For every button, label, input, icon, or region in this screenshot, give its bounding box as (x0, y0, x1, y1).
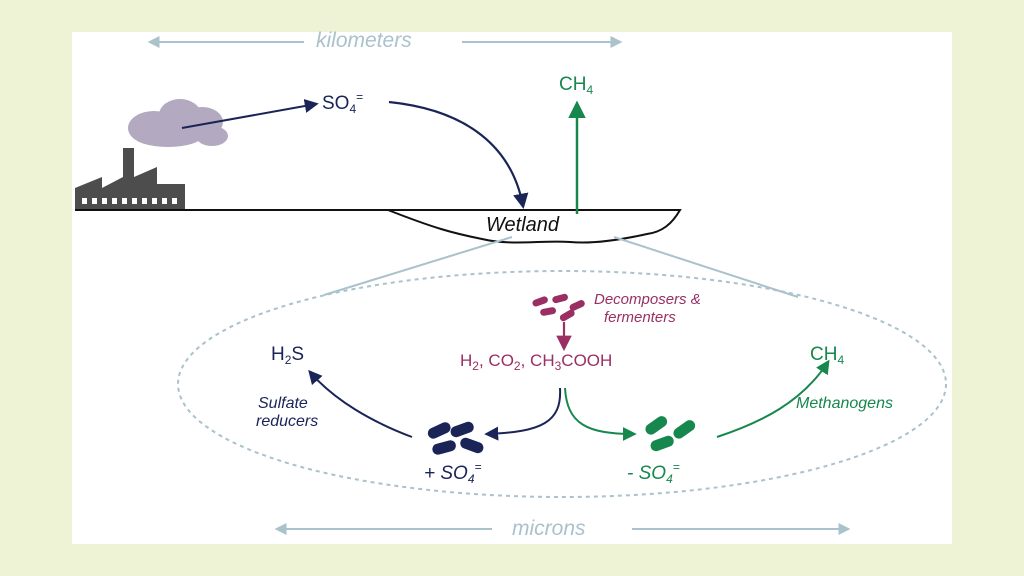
methanogen-branch-arrow (564, 387, 637, 441)
decomposer-bacteria-icon (532, 293, 585, 322)
plus-so4-sub: 4 (467, 472, 475, 486)
so4-sub: 4 (349, 102, 357, 116)
emission-arrow (181, 99, 319, 129)
h2s-label: H2S (271, 344, 305, 367)
ch4-right-main: CH (810, 344, 838, 365)
decomposers-label-line1: Decomposers & (594, 291, 701, 308)
minus-so4-sub: 4 (666, 472, 673, 486)
co2-main: , CO (478, 351, 514, 370)
minus-so4-sup: = (672, 460, 680, 474)
ch4-microbial-label: CH4 (810, 344, 845, 367)
h2s-production-arrow (308, 369, 413, 438)
sulfate-reducers-label-line2: reducers (256, 413, 319, 430)
h2s-sub: 2 (284, 353, 292, 367)
h2s-h: H (271, 344, 285, 365)
ch4-top-sub: 4 (586, 83, 594, 97)
plus-so4-sup: = (474, 460, 482, 474)
deposition-arrow (388, 100, 529, 210)
methanogens-label: Methanogens (796, 395, 893, 412)
microns-label: microns (512, 517, 586, 540)
wetland-basin (387, 209, 682, 244)
kilometers-label: kilometers (316, 29, 412, 52)
substrates-label: H2, CO2, CH3COOH (460, 351, 613, 372)
zoom-lines (323, 236, 799, 298)
ch4-right-sub: 4 (837, 353, 845, 367)
plus-so4-label: + SO4= (424, 461, 482, 486)
smoke-cloud-icon (128, 99, 228, 147)
sulfate-branch-arrow (484, 387, 562, 441)
h2s-s: S (291, 344, 305, 365)
so4-sup: = (356, 90, 364, 104)
ch4-atmospheric-label: CH4 (559, 74, 594, 97)
factory-icon (75, 148, 185, 210)
diagram-graphics (75, 36, 947, 535)
ch3-main: , CH (520, 351, 555, 370)
so4-main: SO (322, 93, 350, 114)
ch4-top-main: CH (559, 74, 587, 95)
h2-main: H (460, 351, 473, 370)
diagram-panel: kilometers microns SO4= CH4 Wetland Deco… (72, 29, 952, 544)
plus-so4-main: + SO (424, 463, 468, 484)
sulfate-reducer-bacteria-icon (427, 421, 484, 455)
minus-so4-main: - SO (627, 463, 667, 484)
sulfate-reducers-label-line1: Sulfate (258, 395, 308, 412)
decomposers-label-line2: fermenters (604, 309, 676, 326)
ch3-sub: 3 (554, 359, 562, 373)
cooh-main: COOH (561, 351, 613, 370)
wetland-label: Wetland (486, 214, 560, 236)
methane-production-arrow (716, 359, 830, 438)
so4-atmospheric-label: SO4= (322, 91, 363, 116)
minus-so4-label: - SO4= (627, 461, 680, 486)
microscale-ellipse (177, 270, 947, 498)
co2-sub: 2 (513, 359, 521, 373)
h2-sub: 2 (472, 359, 479, 373)
methanogen-bacteria-icon (645, 416, 696, 452)
